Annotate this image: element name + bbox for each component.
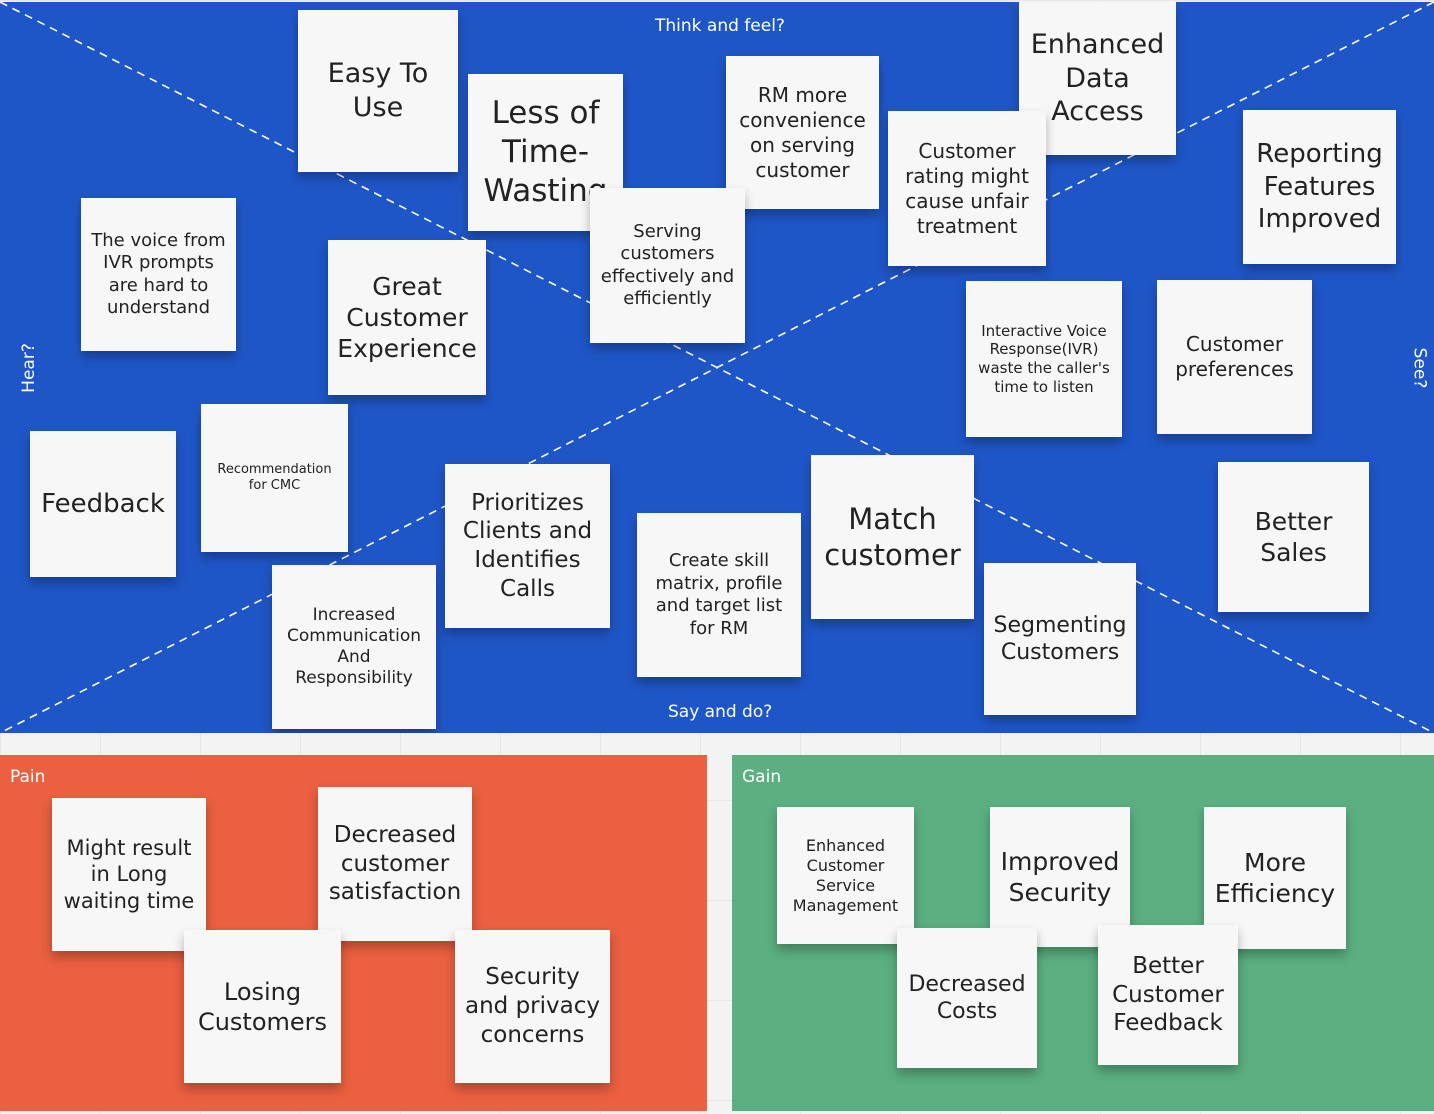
sticky-note[interactable]: Easy To Use (298, 10, 458, 172)
sticky-note[interactable]: Reporting Features Improved (1243, 110, 1396, 264)
sticky-note[interactable]: Enhanced Data Access (1019, 2, 1176, 155)
diagonal-line-2 (0, 2, 1434, 733)
sticky-note[interactable]: Customer rating might cause unfair treat… (888, 111, 1046, 266)
pain-label: Pain (10, 767, 46, 787)
sticky-note[interactable]: The voice from IVR prompts are hard to u… (81, 198, 236, 351)
sticky-note[interactable]: Interactive Voice Response(IVR) waste th… (966, 281, 1122, 437)
sticky-note[interactable]: Decreased customer satisfaction (318, 787, 472, 941)
sticky-note[interactable]: Create skill matrix, profile and target … (637, 513, 801, 677)
sticky-note[interactable]: Match customer (811, 455, 974, 619)
sticky-note[interactable]: Losing Customers (184, 930, 341, 1083)
gain-label: Gain (742, 767, 782, 787)
sticky-note[interactable]: Better Sales (1218, 462, 1369, 612)
label-see: See? (1409, 347, 1430, 389)
sticky-note[interactable]: Decreased Costs (897, 928, 1037, 1068)
sticky-note[interactable]: Feedback (30, 431, 176, 577)
sticky-note[interactable]: Customer preferences (1157, 280, 1312, 434)
label-think-and-feel: Think and feel? (655, 16, 785, 36)
sticky-note[interactable]: Better Customer Feedback (1098, 925, 1238, 1065)
sticky-note[interactable]: Great Customer Experience (328, 240, 486, 395)
pain-panel: Pain Might result in Long waiting time D… (0, 755, 707, 1111)
sticky-note[interactable]: Enhanced Customer Service Management (777, 807, 914, 944)
label-hear: Hear? (18, 343, 39, 393)
sticky-note[interactable]: Improved Security (990, 807, 1130, 947)
sticky-note[interactable]: Less of Time-Wasting (468, 74, 623, 231)
gain-panel: Gain Enhanced Customer Service Managemen… (732, 755, 1434, 1111)
diagonal-dividers (0, 2, 1434, 733)
sticky-note[interactable]: Prioritizes Clients and Identifies Calls (445, 464, 610, 628)
sticky-note[interactable]: Serving customers effectively and effici… (590, 188, 745, 343)
label-say-and-do: Say and do? (668, 702, 773, 722)
empathy-map-board: Think and feel? Say and do? Hear? See? E… (0, 2, 1434, 733)
sticky-note[interactable]: Segmenting Customers (984, 563, 1136, 715)
sticky-note[interactable]: Security and privacy concerns (455, 930, 610, 1083)
sticky-note[interactable]: RM more convenience on serving customer (726, 56, 879, 209)
sticky-note[interactable]: Might result in Long waiting time (52, 798, 206, 951)
sticky-note[interactable]: Increased Communication And Responsibili… (272, 565, 436, 729)
sticky-note[interactable]: Recommendation for CMC (201, 404, 348, 552)
